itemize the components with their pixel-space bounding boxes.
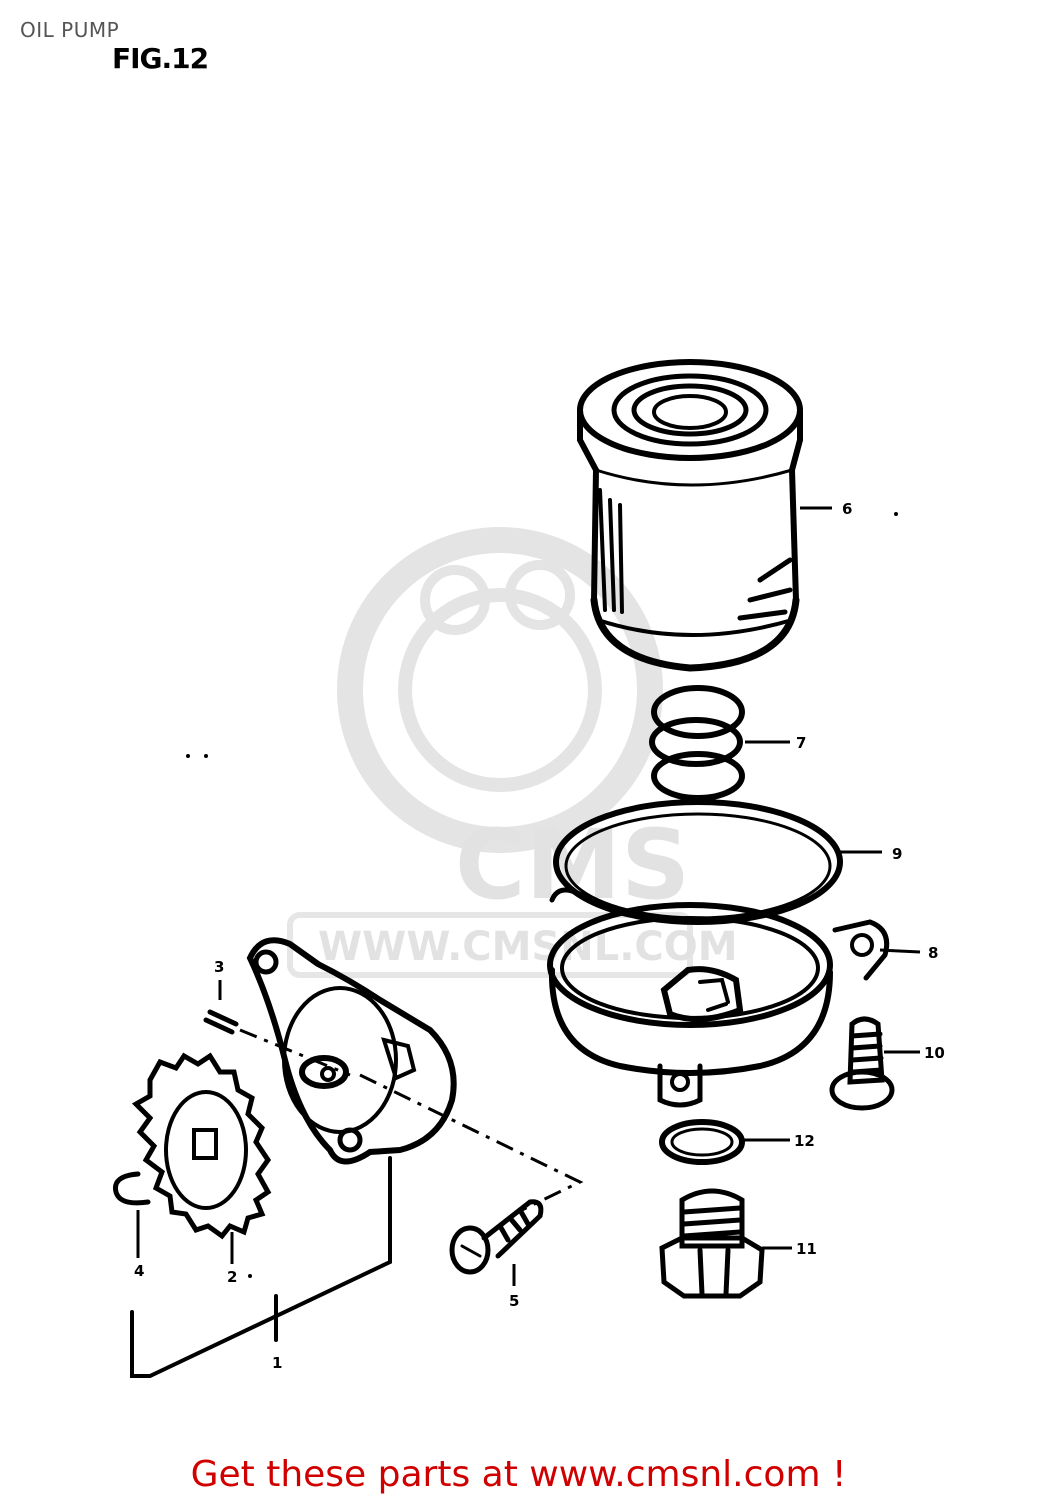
callout-8: 8 bbox=[928, 944, 938, 962]
page-title: OIL PUMP bbox=[20, 18, 120, 42]
callout-3: 3 bbox=[214, 958, 224, 976]
scan-specks bbox=[186, 512, 898, 1278]
filter-cover bbox=[547, 887, 890, 1108]
callout-9: 9 bbox=[892, 845, 902, 863]
leader-lines bbox=[136, 506, 921, 1286]
callout-7: 7 bbox=[796, 734, 806, 752]
watermark-brand: CMS bbox=[455, 809, 690, 921]
circlip bbox=[112, 1171, 151, 1206]
footer-link[interactable]: Get these parts at www.cmsnl.com ! bbox=[190, 1454, 847, 1495]
oil-pump-body bbox=[246, 937, 457, 1165]
figure-label: FIG.12 bbox=[112, 42, 209, 75]
oil-filter bbox=[577, 359, 803, 672]
callout-10: 10 bbox=[924, 1044, 945, 1062]
alignment-lines bbox=[239, 1028, 584, 1212]
drain-gasket bbox=[659, 1119, 745, 1165]
callout-2: 2 bbox=[227, 1268, 237, 1286]
callout-1: 1 bbox=[272, 1354, 282, 1372]
cover-screw bbox=[829, 1016, 895, 1111]
callout-11: 11 bbox=[796, 1240, 817, 1258]
pump-screw bbox=[449, 1199, 544, 1275]
callout-6: 6 bbox=[842, 500, 852, 518]
callout-labels: 6 7 9 8 10 12 11 3 4 2 5 1 bbox=[134, 500, 945, 1372]
assembly-bracket bbox=[130, 1156, 392, 1378]
cms-watermark: CMS WWW.CMSNL.COM bbox=[287, 527, 738, 978]
pump-gear bbox=[131, 1052, 272, 1240]
drain-plug bbox=[659, 1188, 765, 1299]
spring bbox=[649, 685, 745, 801]
pump-pin bbox=[203, 1009, 239, 1035]
callout-12: 12 bbox=[794, 1132, 815, 1150]
callout-5: 5 bbox=[509, 1292, 519, 1310]
callout-4: 4 bbox=[134, 1262, 144, 1280]
watermark-url: WWW.CMSNL.COM bbox=[318, 924, 738, 970]
